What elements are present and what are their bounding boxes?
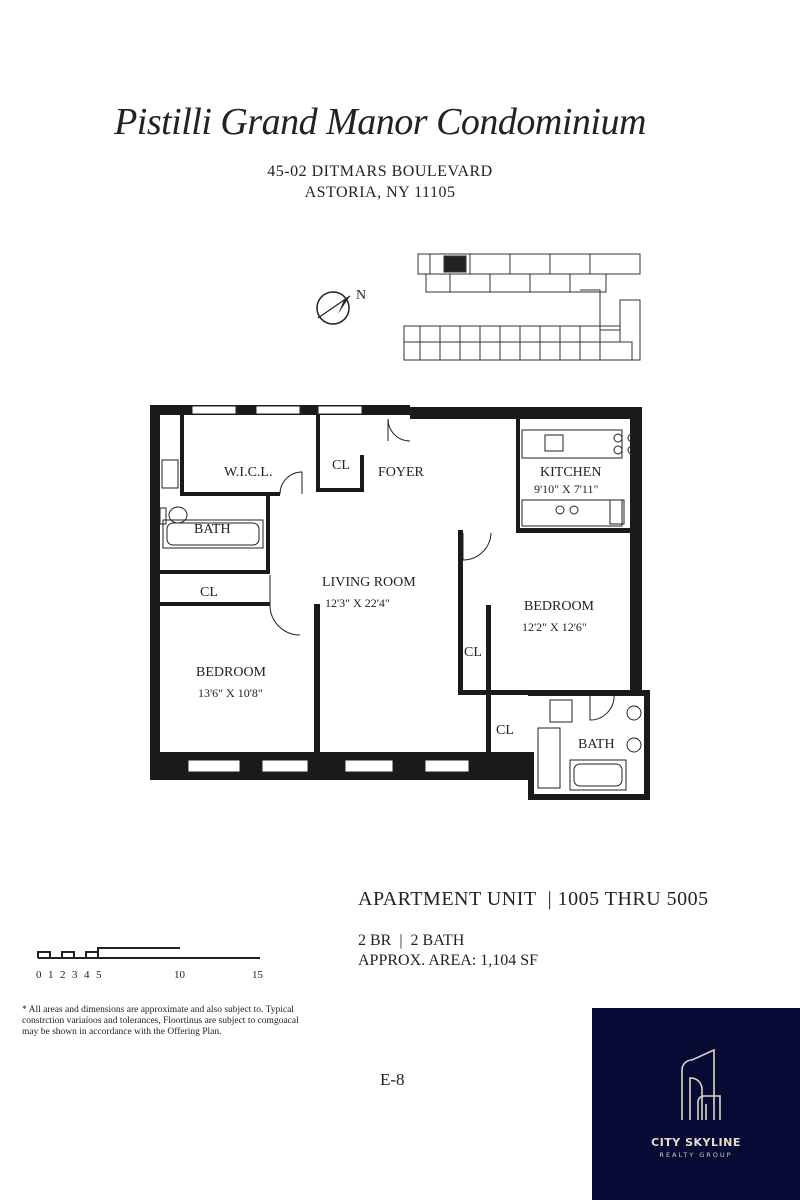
room-bedroom-1: BEDROOM — [196, 665, 267, 680]
room-bath-2: BATH — [578, 737, 615, 752]
scale-tick: 5 — [96, 969, 102, 981]
room-bedroom-1-dim: 13'6" X 10'8" — [198, 686, 263, 700]
unit-heading: APARTMENT UNIT | 1005 THRU 5005 — [358, 888, 709, 911]
door-swings — [269, 418, 615, 721]
room-kitchen: KITCHEN — [540, 465, 601, 480]
room-bedroom-2: BEDROOM — [524, 599, 595, 614]
address-line-1: 45-02 DITMARS BOULEVARD — [267, 163, 493, 180]
room-closet-hall: CL — [496, 723, 514, 738]
fixtures — [159, 429, 642, 791]
scale-tick: 0 — [36, 969, 42, 981]
room-labels: W.I.C.L. CL FOYER KITCHEN 9'10" X 7'11" … — [194, 458, 615, 752]
compass-north-label: N — [356, 288, 366, 303]
compass-icon: N — [316, 288, 366, 325]
scale-tick: 3 — [72, 969, 78, 981]
room-closet-foyer: CL — [332, 458, 350, 473]
page-number: E-8 — [380, 1070, 405, 1089]
approx-area: APPROX. AREA: 1,104 SF — [358, 952, 539, 969]
key-plan — [403, 253, 641, 361]
room-closet-bedroom-2: CL — [464, 645, 482, 660]
room-bedroom-2-dim: 12'2" X 12'6" — [522, 620, 587, 634]
beds-baths: 2 BR | 2 BATH — [358, 932, 465, 949]
scale-tick: 4 — [84, 969, 90, 981]
room-living-dim: 12'3" X 22'4" — [325, 596, 390, 610]
skyline-logo-icon — [681, 1048, 721, 1120]
scale-bar: 0 1 2 3 4 5 10 15 — [36, 947, 264, 981]
room-closet-bedroom-1: CL — [200, 585, 218, 600]
scale-tick: 1 — [48, 969, 54, 981]
room-bath-1: BATH — [194, 522, 231, 537]
room-wicl: W.I.C.L. — [224, 465, 272, 480]
address-line-2: ASTORIA, NY 11105 — [304, 184, 456, 201]
unit-range: | 1005 THRU 5005 — [547, 888, 709, 910]
logo-subtitle: REALTY GROUP — [659, 1151, 733, 1159]
unit-label: APARTMENT UNIT — [358, 888, 537, 910]
room-living: LIVING ROOM — [322, 575, 416, 590]
realty-logo: CITY SKYLINE REALTY GROUP — [592, 1008, 800, 1200]
scale-tick: 15 — [252, 969, 264, 981]
building-title: Pistilli Grand Manor Condominium — [114, 101, 646, 143]
windows — [187, 405, 470, 773]
logo-name: CITY SKYLINE — [651, 1136, 741, 1149]
room-kitchen-dim: 9'10" X 7'11" — [534, 482, 598, 496]
scale-tick: 10 — [174, 969, 186, 981]
disclaimer-note: * All areas and dimensions are approxima… — [22, 1005, 299, 1037]
scale-tick: 2 — [60, 969, 66, 981]
floor-plan-drawing: N — [36, 253, 650, 981]
room-foyer: FOYER — [378, 465, 425, 480]
